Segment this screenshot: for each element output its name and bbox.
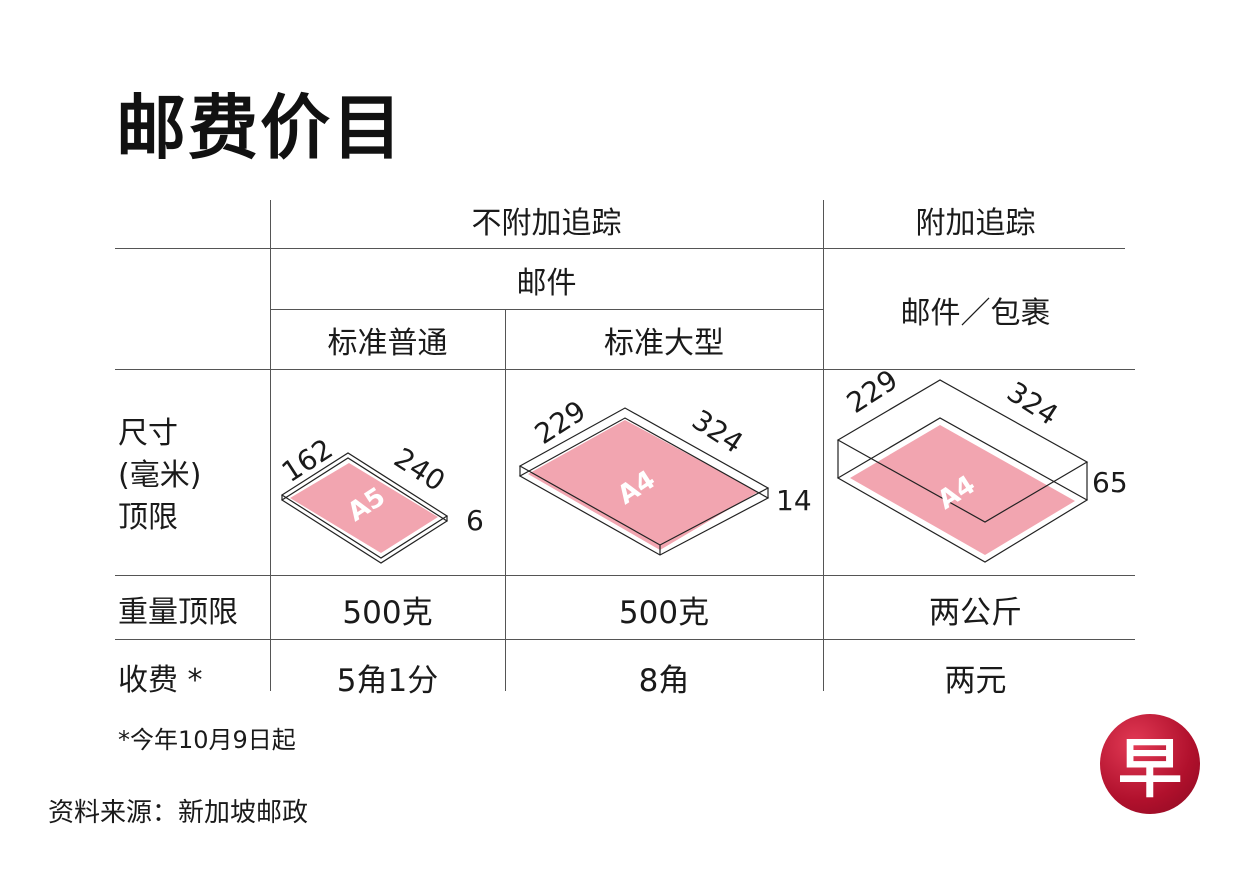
divider (270, 309, 823, 310)
fee-label: 收费 * (118, 663, 203, 698)
header-mail-parcel: 邮件／包裹 (900, 296, 1051, 331)
a5-envelope-diagram: 162 240 6 A5 (276, 432, 484, 564)
a4-length-label: 324 (686, 403, 749, 460)
a4-thickness-label: 14 (776, 484, 812, 517)
divider (270, 200, 271, 691)
header-standard-regular: 标准普通 (327, 326, 448, 361)
a5-thickness-label: 6 (466, 504, 484, 537)
header-mail: 邮件 (516, 266, 577, 301)
source-credit: 资料来源：新加坡邮政 (48, 798, 309, 828)
logo-glyph: 早 (1118, 732, 1182, 807)
size-label-3: 顶限 (118, 500, 178, 535)
divider (823, 200, 824, 691)
a4-large-envelope-diagram: 229 324 14 A4 (518, 394, 812, 556)
header-tracked: 附加追踪 (915, 206, 1036, 241)
box-length-label: 324 (1001, 375, 1064, 432)
page-title: 邮费价目 (116, 87, 404, 169)
divider (115, 639, 1135, 640)
fee-tracked: 两元 (944, 663, 1007, 699)
fee-regular: 5角1分 (336, 663, 439, 699)
footnote: *今年10月9日起 (118, 726, 296, 754)
size-label-2: (毫米) (118, 458, 202, 493)
divider (115, 575, 1135, 576)
weight-label: 重量顶限 (118, 595, 238, 630)
fee-large: 8角 (638, 663, 690, 699)
a4-width-label: 229 (529, 394, 592, 451)
zaobao-logo: 早 (1100, 714, 1200, 814)
divider (505, 310, 506, 691)
box-width-label: 229 (841, 363, 904, 420)
box-height-label: 65 (1092, 466, 1128, 499)
header-standard-large: 标准大型 (604, 326, 724, 361)
weight-regular: 500克 (342, 595, 433, 631)
divider (115, 369, 1135, 370)
weight-large: 500克 (618, 595, 710, 631)
weight-tracked: 两公斤 (929, 595, 1022, 631)
parcel-box-diagram: 229 324 65 A4 (836, 363, 1128, 563)
header-untracked: 不附加追踪 (471, 206, 622, 241)
size-label-1: 尺寸 (118, 416, 178, 451)
divider (115, 248, 1125, 249)
